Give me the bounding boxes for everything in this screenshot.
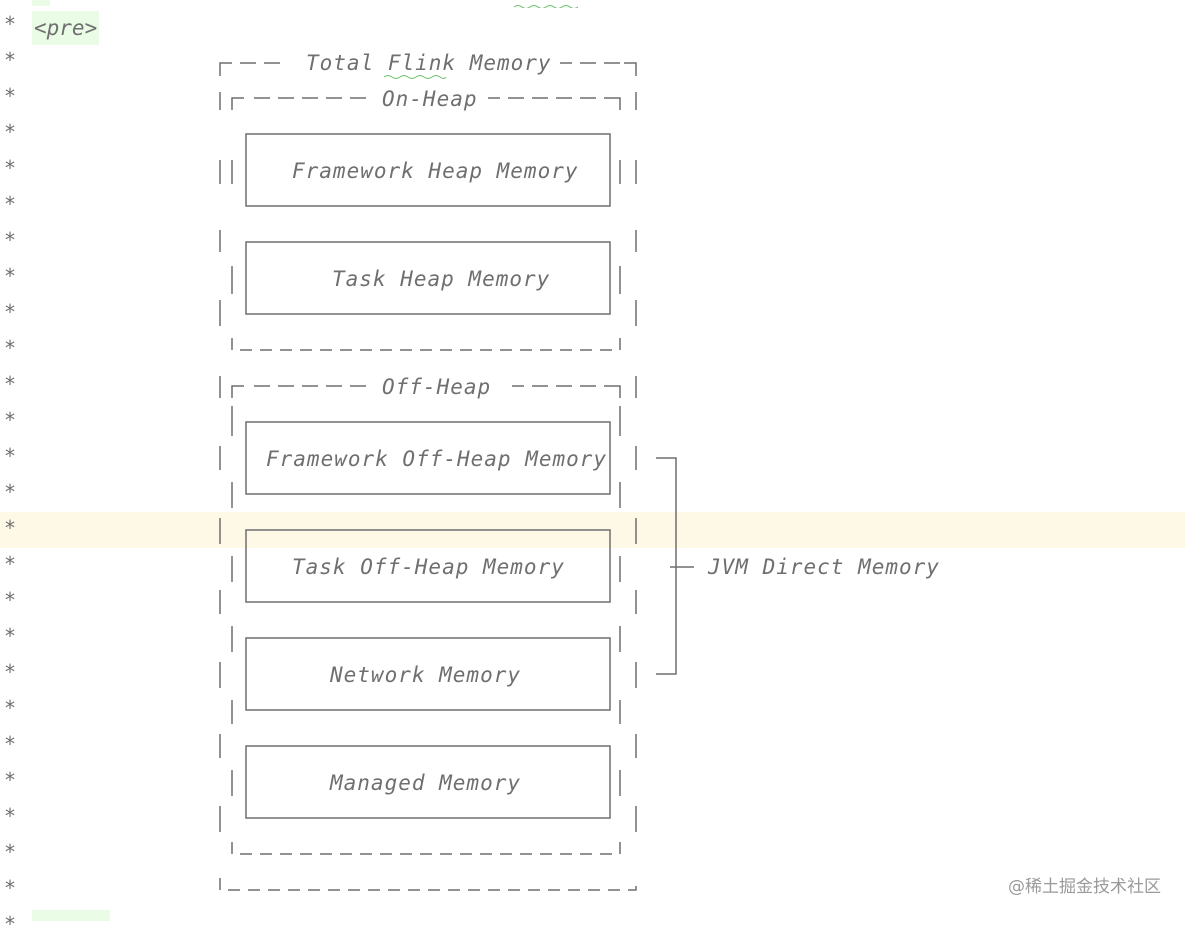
- gutter-comment-marker: *: [4, 192, 17, 216]
- gutter-comment-marker: *: [4, 264, 17, 288]
- spellcheck-underline: [383, 75, 447, 79]
- framework-heap-memory-label: Framework Heap Memory: [292, 159, 579, 183]
- gutter-comment-marker: *: [4, 624, 17, 648]
- framework-off-heap-memory-label: Framework Off-Heap Memory: [266, 447, 607, 471]
- gutter-comment-marker: *: [4, 228, 17, 252]
- spellcheck-underline: [514, 5, 578, 8]
- gutter-comment-marker: *: [4, 120, 17, 144]
- gutter-comment-marker: *: [4, 12, 17, 36]
- network-memory-label: Network Memory: [329, 663, 521, 687]
- previous-line-fragment: [32, 0, 50, 6]
- gutter-comment-marker: *: [4, 48, 17, 72]
- gutter-comment-marker: *: [4, 84, 17, 108]
- gutter-comment-marker: *: [4, 876, 17, 900]
- total-flink-memory-label: Total Flink Memory: [306, 51, 552, 75]
- task-heap-memory-label: Task Heap Memory: [332, 267, 550, 291]
- gutter-comment-marker: *: [4, 696, 17, 720]
- task-off-heap-memory-label: Task Off-Heap Memory: [292, 555, 565, 579]
- gutter-comment-marker: *: [4, 552, 17, 576]
- watermark: @稀土掘金技术社区: [1008, 877, 1161, 897]
- gutter-comment-marker: *: [4, 408, 17, 432]
- gutter-comment-marker: *: [4, 372, 17, 396]
- gutter-comment-marker: *: [4, 516, 17, 540]
- pre-open-tag[interactable]: <pre>: [32, 11, 100, 45]
- gutter-comment-marker: *: [4, 336, 17, 360]
- on-heap-label: On-Heap: [382, 87, 478, 111]
- gutter-comment-marker: *: [4, 804, 17, 828]
- pre-close-tag[interactable]: [32, 910, 110, 921]
- gutter-comment-marker: *: [4, 156, 17, 180]
- gutter-comment-marker: *: [4, 840, 17, 864]
- gutter-comment-marker: *: [4, 588, 17, 612]
- gutter-comment-marker: *: [4, 300, 17, 324]
- jvm-direct-memory-label: JVM Direct Memory: [707, 555, 940, 579]
- gutter-comment-marker: *: [4, 660, 17, 684]
- off-heap-label: Off-Heap: [382, 375, 491, 399]
- gutter-comment-marker: *: [4, 732, 17, 756]
- gutter-comment-marker: *: [4, 768, 17, 792]
- gutter-comment-marker: *: [4, 480, 17, 504]
- gutter-comment-marker: *: [4, 444, 17, 468]
- managed-memory-label: Managed Memory: [329, 771, 521, 795]
